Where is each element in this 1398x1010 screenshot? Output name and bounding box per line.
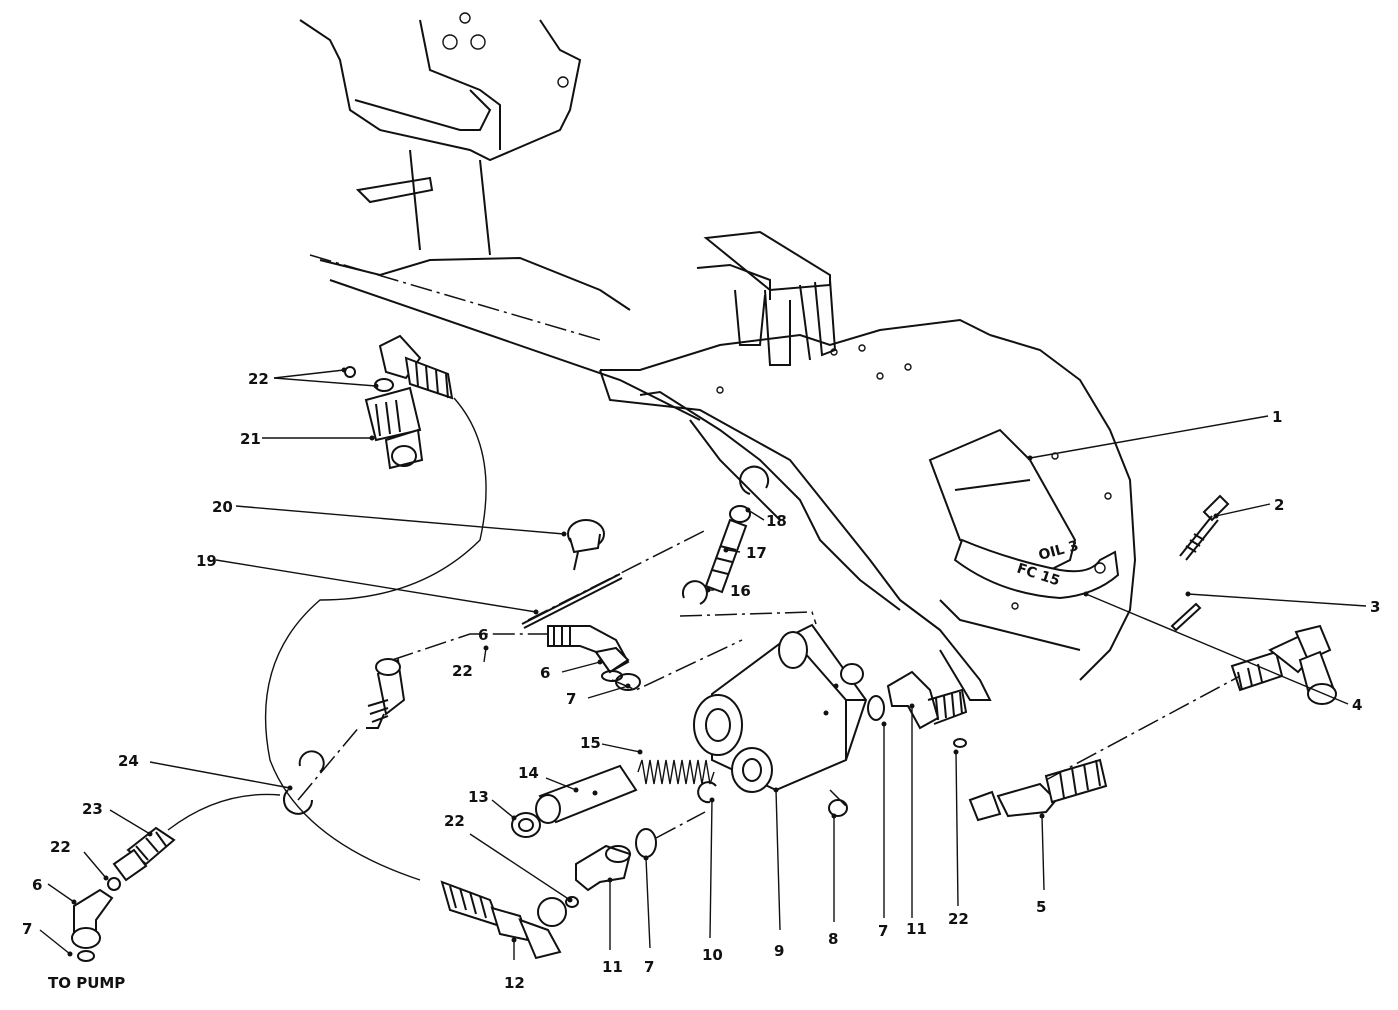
- callout-4: 4: [1352, 696, 1362, 714]
- bolt: [1179, 494, 1230, 561]
- callout-10: 10: [702, 946, 723, 964]
- callout-20: 20: [212, 498, 233, 516]
- callout-1: 1: [1272, 408, 1282, 426]
- leader-lines: [39, 367, 1367, 960]
- callout-11-bottom: 11: [602, 958, 623, 976]
- callout-2: 2: [1274, 496, 1284, 514]
- port-plug: [828, 799, 848, 817]
- top-plug: [840, 663, 864, 685]
- end-plug: [511, 812, 541, 838]
- callout-11-right: 11: [906, 920, 927, 938]
- callout-14: 14: [518, 764, 539, 782]
- callout-22-top: 22: [248, 370, 269, 388]
- o-ring: [107, 877, 121, 891]
- spool-spring: [637, 759, 715, 785]
- control-knob: [567, 519, 605, 571]
- elbow-hose-end: [374, 334, 454, 400]
- o-ring: [635, 828, 657, 858]
- callout-7-bottom: 7: [644, 958, 654, 976]
- hose-elbow-right: [968, 758, 1108, 822]
- callout-16: 16: [730, 582, 751, 600]
- valve-spool: [535, 764, 638, 824]
- detent-assembly: [681, 465, 770, 605]
- callout-6-center: 6: [540, 664, 550, 682]
- callout-7-left: 7: [22, 920, 32, 938]
- callout-7-center: 7: [566, 690, 576, 708]
- callout-13: 13: [468, 788, 489, 806]
- hose-elbow-top-right: [1230, 624, 1337, 705]
- callout-19: 19: [196, 552, 217, 570]
- elbow-fitting-bottom: [575, 844, 632, 892]
- callout-12: 12: [504, 974, 525, 992]
- callout-7-right: 7: [878, 922, 888, 940]
- snap-ring: [697, 781, 717, 804]
- hose-fitting: [112, 826, 176, 882]
- control-rod: [521, 573, 623, 629]
- straight-adapter: [366, 658, 406, 729]
- callout-6-left: 6: [32, 876, 42, 894]
- o-ring: [867, 695, 885, 721]
- valve-body: [693, 623, 868, 793]
- tee-fitting: [364, 386, 424, 470]
- callout-3: 3: [1370, 598, 1380, 616]
- callout-5: 5: [1036, 898, 1046, 916]
- hose-clamp: [283, 750, 325, 815]
- callout-17: 17: [746, 544, 767, 562]
- callout-labels: 1 2 3 4 5 22 11 7 8 9 10 7 11 12 22 13 1…: [22, 370, 1380, 992]
- callout-22-right: 22: [948, 910, 969, 928]
- callout-21: 21: [240, 430, 261, 448]
- callout-22-center: 22: [452, 662, 473, 680]
- callout-22-bottom: 22: [444, 812, 465, 830]
- quadrant-scale-label: OIL 3: [1037, 538, 1080, 564]
- callout-22-left: 22: [50, 838, 71, 856]
- o-ring: [565, 896, 579, 908]
- callout-15: 15: [580, 734, 601, 752]
- hose-lines: [167, 397, 1241, 881]
- callout-8: 8: [828, 930, 838, 948]
- callout-18: 18: [766, 512, 787, 530]
- o-ring: [953, 738, 967, 748]
- hose-end-bottom: [440, 880, 567, 960]
- elbow-fitting-right: [886, 670, 968, 730]
- callout-24: 24: [118, 752, 139, 770]
- to-pump-label: TO PUMP: [48, 974, 125, 992]
- swivel-elbow: [547, 625, 630, 682]
- callout-23: 23: [82, 800, 103, 818]
- cotter-pin: [1170, 602, 1202, 632]
- swivel-elbow-left: [71, 888, 114, 962]
- seat-frame-structure: [299, 12, 1137, 701]
- throttle-quadrant: FC 15 OIL 3: [953, 538, 1120, 600]
- o-ring: [344, 366, 356, 378]
- callout-9: 9: [774, 942, 784, 960]
- callout-6-top: 6: [478, 626, 488, 644]
